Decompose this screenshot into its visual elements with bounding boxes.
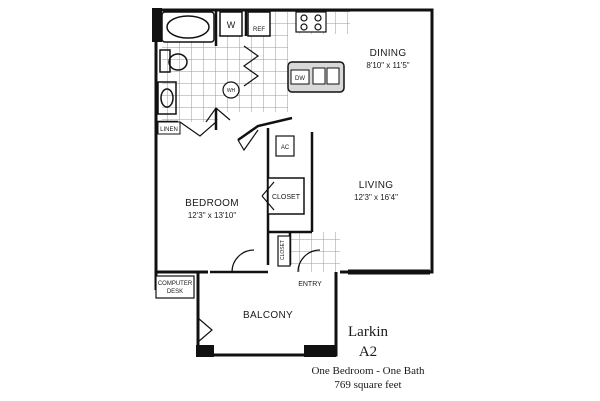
linen-closet: LINEN (157, 121, 181, 135)
entry-tile-floor (290, 232, 340, 272)
wall-block (152, 8, 162, 42)
water-heater: WH (222, 81, 240, 99)
bedroom-dimensions: 12'3" x 13'10" (188, 211, 236, 220)
kitchen-counter: DW (287, 61, 345, 93)
balcony-name: BALCONY (243, 310, 293, 321)
plan-code: A2 (359, 344, 377, 360)
door-swings (179, 107, 321, 343)
bedroom-name: BEDROOM (185, 198, 239, 209)
dining-name: DINING (370, 48, 407, 59)
computer-desk-label-2: DESK (167, 289, 183, 295)
plan-name: Larkin (348, 324, 388, 340)
entry-label: ENTRY (298, 281, 322, 288)
bedroom-closet: CLOSET (261, 177, 305, 215)
wall-block (304, 345, 336, 357)
washer-label: W (227, 20, 236, 30)
dining-dimensions: 8'10" x 11'5" (366, 61, 409, 70)
pantry-door-swing (242, 45, 260, 87)
wall-block (196, 345, 214, 357)
living-dimensions: 12'3" x 16'4" (354, 193, 398, 202)
ac-closet: AC (275, 135, 295, 157)
computer-desk: COMPUTER DESK (155, 275, 195, 299)
bedroom-closet-label: CLOSET (272, 194, 301, 201)
bathroom-fixtures (157, 11, 215, 115)
ac-label: AC (281, 145, 290, 151)
refrigerator: REF (247, 11, 271, 37)
computer-desk-label-1: COMPUTER (158, 281, 193, 287)
washer-box: W (219, 11, 243, 37)
entry-closet: CLOSET (277, 235, 291, 267)
exterior-walls (154, 8, 434, 357)
living-name: LIVING (359, 180, 394, 191)
linen-label: LINEN (160, 127, 178, 133)
plan-type: One Bedroom - One Bath (311, 365, 425, 377)
water-heater-label: WH (227, 88, 236, 94)
dishwasher-label: DW (295, 76, 305, 82)
plan-area: 769 square feet (334, 379, 401, 391)
sliding-door (348, 269, 430, 275)
stove (295, 11, 327, 33)
entry-closet-label: CLOSET (280, 240, 286, 260)
refrigerator-label: REF (253, 27, 265, 33)
